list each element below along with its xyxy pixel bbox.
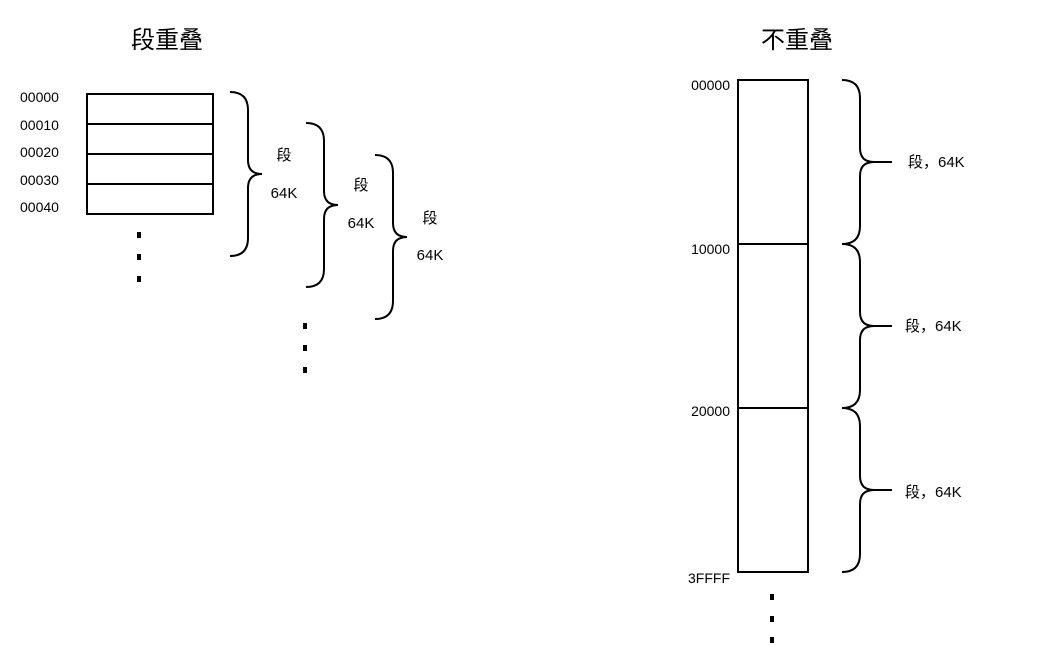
- overlap-segment-size: 64K: [417, 247, 444, 264]
- non-overlap-continuation-dots: [770, 594, 774, 643]
- overlap-continuation-dots: [303, 323, 307, 373]
- overlap-segment-label: 段: [353, 177, 368, 194]
- overlap-segment-size: 64K: [348, 215, 375, 232]
- non-overlap-address-label: 3FFFF: [688, 570, 730, 586]
- overlap-segment-label: 段: [276, 147, 291, 164]
- overlap-address-label: 00030: [20, 172, 59, 188]
- overlap-address-label: 00010: [20, 117, 59, 133]
- overlap-memory-block: [86, 93, 214, 215]
- non-overlap-address-label: 20000: [691, 403, 730, 419]
- overlap-segment-label: 段: [422, 210, 437, 227]
- overlap-address-label: 00000: [20, 89, 59, 105]
- non-overlap-address-label: 00000: [691, 77, 730, 93]
- non-overlap-memory-frame: [737, 79, 809, 573]
- non-overlap-title: 不重叠: [761, 27, 833, 54]
- overlap-title: 段重叠: [131, 27, 203, 54]
- segment-brace: [841, 243, 892, 409]
- overlap-continuation-dots: [137, 232, 141, 282]
- segment-brace: [374, 154, 408, 320]
- overlap-segment-size: 64K: [271, 185, 298, 202]
- segment-brace: [229, 91, 263, 257]
- non-overlap-segment-label: 段，64K: [908, 154, 965, 171]
- segment-brace: [841, 79, 892, 245]
- overlap-address-label: 00040: [20, 199, 59, 215]
- overlap-address-label: 00020: [20, 144, 59, 160]
- segment-brace: [841, 407, 892, 573]
- non-overlap-segment-label: 段，64K: [905, 318, 962, 335]
- segment-brace: [305, 122, 339, 288]
- non-overlap-panel: 不重叠 00000 10000 20000 3FFFF 段，64K 段，64K …: [688, 27, 965, 643]
- non-overlap-segment-label: 段，64K: [905, 484, 962, 501]
- non-overlap-address-label: 10000: [691, 241, 730, 257]
- overlap-panel: 段重叠 00000 00010 00020 00030 00040 段 64K …: [20, 27, 443, 373]
- non-overlap-memory-block: [737, 79, 809, 573]
